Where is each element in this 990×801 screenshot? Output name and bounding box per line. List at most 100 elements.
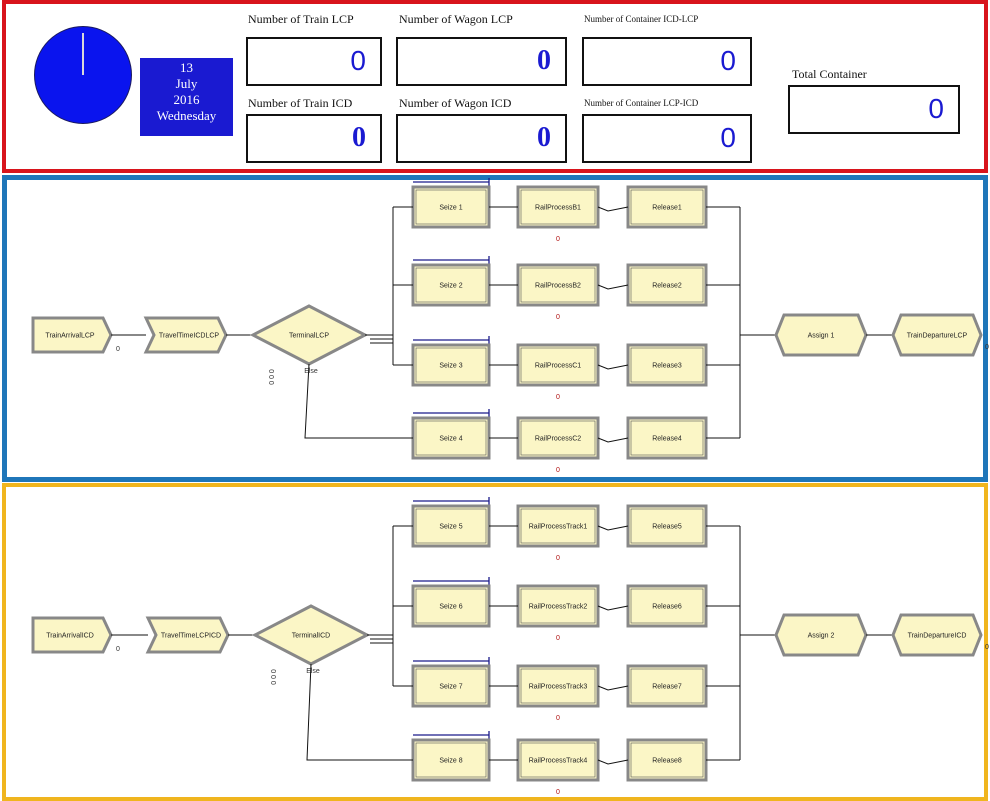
- icd_flow-process-module-1[interactable]: RailProcessTrack1: [516, 504, 600, 548]
- icd_flow-process-module-3-frame: [516, 664, 600, 708]
- clock-icon: [34, 26, 132, 124]
- lcp_flow-process-count-4: 0: [556, 467, 560, 474]
- lcp_flow-seize-module-4-label: Seize 4: [439, 436, 462, 443]
- lcp_flow-release-module-4[interactable]: Release4: [626, 416, 708, 460]
- lcp_flow-seize-module-1-inner: [415, 189, 487, 225]
- icd_flow-process-module-3-inner: [520, 668, 596, 704]
- lcp_flow-create-module[interactable]: TrainArrivalLCP: [31, 316, 113, 354]
- icd_flow-seize-module-4-frame: [411, 738, 491, 782]
- icd_flow-release-module-4[interactable]: Release8: [626, 738, 708, 782]
- total-container-label: Total Container: [792, 67, 867, 81]
- lcp_flow-create-module-frame: [31, 316, 113, 354]
- icd_flow-dispose-module[interactable]: TrainDepartureICD: [891, 613, 983, 657]
- icd_flow-release-module-2-label: Release6: [652, 604, 682, 611]
- lcp_flow-process-module-3[interactable]: RailProcessC1: [516, 343, 600, 387]
- icd_flow-create-module-frame: [31, 616, 113, 654]
- lcp_flow-process-module-2[interactable]: RailProcessB2: [516, 263, 600, 307]
- icd_flow-connector-else-branch: [306, 663, 413, 761]
- date-display: 13 July 2016 Wednesday: [140, 58, 233, 136]
- container-lcp-icd-counter: 0: [582, 114, 752, 163]
- lcp_flow-decide-module[interactable]: TerminalLCP: [249, 304, 369, 366]
- dashboard-panel: [2, 0, 988, 173]
- icd_flow-process-module-4-frame: [516, 738, 600, 782]
- lcp_flow-assign-module[interactable]: Assign 1: [774, 313, 868, 357]
- date-weekday: Wednesday: [156, 108, 217, 123]
- lcp_flow-release-module-1-label: Release1: [652, 205, 682, 212]
- lcp_flow-decide-else-label: Else: [304, 368, 318, 375]
- icd_flow-process-module-1-frame: [516, 504, 600, 548]
- icd_flow-process-module-2[interactable]: RailProcessTrack2: [516, 584, 600, 628]
- lcp_flow-route-module-label: TravelTimeICDLCP: [159, 333, 219, 340]
- icd_flow-seize-module-2[interactable]: Seize 6: [411, 584, 491, 628]
- lcp_flow-seize-module-4[interactable]: Seize 4: [411, 416, 491, 460]
- lcp_flow-seize-module-2[interactable]: Seize 2: [411, 263, 491, 307]
- icd_flow-dispose-module-label: TrainDepartureICD: [908, 633, 967, 640]
- wagon-icd-label: Number of Wagon ICD: [399, 96, 512, 110]
- date-month: July: [175, 76, 198, 91]
- icd_flow-process-module-4-label: RailProcessTrack4: [529, 758, 588, 765]
- icd_flow-process-module-4[interactable]: RailProcessTrack4: [516, 738, 600, 782]
- lcp_flow-process-module-2-label: RailProcessB2: [535, 283, 581, 290]
- icd_flow-release-module-4-inner: [630, 742, 704, 778]
- icd_flow-process-module-3[interactable]: RailProcessTrack3: [516, 664, 600, 708]
- lcp_flow-process-module-4[interactable]: RailProcessC2: [516, 416, 600, 460]
- icd_flow-process-module-1-label: RailProcessTrack1: [529, 524, 588, 531]
- icd_flow-connector-process-release-1: [597, 525, 629, 531]
- lcp_flow-process-module-3-inner: [520, 347, 596, 383]
- lcp_flow-process-module-2-inner: [520, 267, 596, 303]
- container-icd-lcp-counter: 0: [582, 37, 752, 86]
- icd_flow-assign-module-label: Assign 2: [808, 633, 835, 640]
- lcp_flow-create-count: 0: [116, 346, 120, 353]
- icd_flow-release-module-2[interactable]: Release6: [626, 584, 708, 628]
- lcp_flow-release-module-3-label: Release3: [652, 363, 682, 370]
- lcp_flow-seize-module-3[interactable]: Seize 3: [411, 343, 491, 387]
- lcp_flow-route-module[interactable]: TravelTimeICDLCP: [143, 316, 228, 354]
- lcp_flow-release-module-4-inner: [630, 420, 704, 456]
- icd_flow-seize-module-3-frame: [411, 664, 491, 708]
- lcp_flow-dispose-module[interactable]: TrainDepartureLCP: [891, 313, 983, 357]
- lcp_flow-seize-module-1[interactable]: Seize 1: [411, 185, 491, 229]
- icd_flow-seize-module-3[interactable]: Seize 7: [411, 664, 491, 708]
- lcp_flow-seize-module-1-frame: [411, 185, 491, 229]
- train-lcp-label: Number of Train LCP: [248, 12, 354, 26]
- icd-flow-panel: [2, 483, 988, 801]
- icd_flow-seize-module-3-inner: [415, 668, 487, 704]
- lcp_flow-process-module-4-label: RailProcessC2: [535, 436, 581, 443]
- icd_flow-seize-module-3-label: Seize 7: [439, 684, 462, 691]
- icd_flow-connector-process-release-3: [597, 685, 629, 691]
- icd_flow-process-count-4: 0: [556, 789, 560, 796]
- icd_flow-create-module[interactable]: TrainArrivalICD: [31, 616, 113, 654]
- lcp_flow-release-module-3-inner: [630, 347, 704, 383]
- lcp_flow-release-module-1[interactable]: Release1: [626, 185, 708, 229]
- icd_flow-process-module-2-frame: [516, 584, 600, 628]
- lcp_flow-release-module-2[interactable]: Release2: [626, 263, 708, 307]
- icd_flow-seize-module-4-inner: [415, 742, 487, 778]
- icd_flow-assign-module[interactable]: Assign 2: [774, 613, 868, 657]
- icd_flow-decide-count: 0 0 0: [269, 669, 276, 685]
- icd_flow-assign-module-frame: [774, 613, 868, 657]
- lcp_flow-release-module-3[interactable]: Release3: [626, 343, 708, 387]
- train-lcp-value: 0: [350, 45, 366, 76]
- lcp_flow-assign-module-frame: [774, 313, 868, 357]
- icd_flow-seize-module-1[interactable]: Seize 5: [411, 504, 491, 548]
- train-icd-counter: 0: [246, 114, 382, 163]
- container-lcp-icd-value: 0: [720, 122, 736, 153]
- lcp_flow-process-module-2-frame: [516, 263, 600, 307]
- icd_flow-release-module-1[interactable]: Release5: [626, 504, 708, 548]
- wagon-lcp-counter: 0: [396, 37, 567, 86]
- icd_flow-release-module-3[interactable]: Release7: [626, 664, 708, 708]
- lcp_flow-seize-module-2-inner: [415, 267, 487, 303]
- icd_flow-release-module-1-label: Release5: [652, 524, 682, 531]
- icd_flow-release-module-4-label: Release8: [652, 758, 682, 765]
- lcp_flow-process-module-1[interactable]: RailProcessB1: [516, 185, 600, 229]
- icd_flow-route-module[interactable]: TravelTimeLCPICD: [145, 616, 230, 654]
- lcp_flow-decide-module-label: TerminalLCP: [289, 333, 329, 340]
- icd_flow-release-module-1-inner: [630, 508, 704, 544]
- icd_flow-decide-else-label: Else: [306, 668, 320, 675]
- icd_flow-release-module-3-label: Release7: [652, 684, 682, 691]
- icd_flow-decide-module[interactable]: TerminalICD: [251, 604, 371, 666]
- lcp-flow-panel: [2, 175, 988, 482]
- wagon-icd-value: 0: [537, 122, 551, 153]
- icd_flow-seize-module-4[interactable]: Seize 8: [411, 738, 491, 782]
